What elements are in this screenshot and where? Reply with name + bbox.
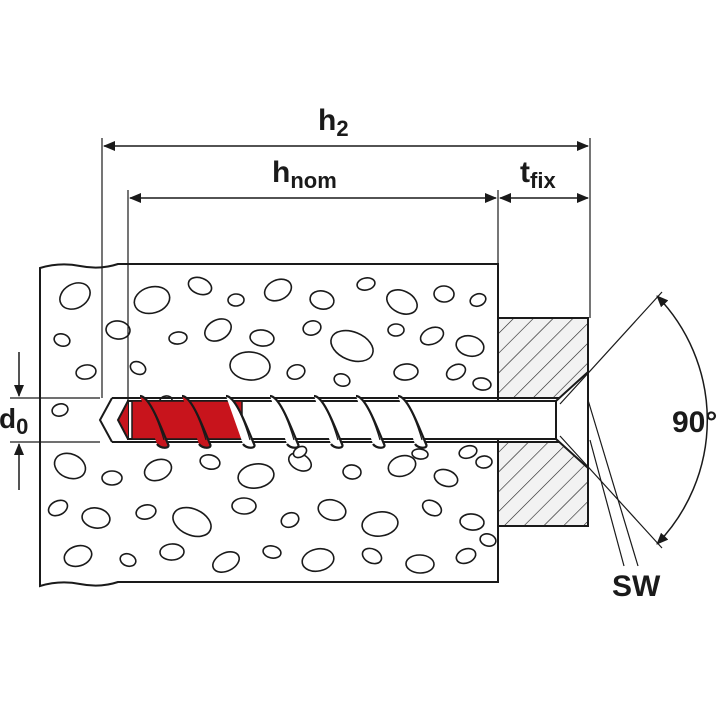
aggregate-stone — [135, 504, 157, 520]
concrete-aggregates — [47, 276, 497, 574]
aggregate-stone — [143, 458, 173, 482]
aggregate-stone — [459, 513, 485, 531]
thread-edge — [229, 397, 251, 441]
tfix-label: t — [520, 156, 530, 189]
aggregate-stone — [469, 292, 487, 308]
thread-edge — [401, 397, 423, 441]
aggregate-stone — [199, 453, 221, 471]
h2-subscript: 2 — [336, 116, 348, 141]
svg-text:d0: d0 — [0, 403, 28, 439]
dimension-h2: h2 — [101, 104, 591, 398]
h2-label: h — [318, 104, 336, 137]
aggregate-stone — [387, 454, 417, 478]
aggregate-stone — [75, 364, 97, 380]
screw-anchor — [116, 369, 589, 471]
aggregate-stone — [479, 533, 497, 547]
aggregate-stone — [237, 463, 275, 489]
angle-label: 90° — [672, 406, 717, 439]
svg-text:hnom: hnom — [272, 156, 337, 193]
aggregate-stone — [433, 285, 455, 303]
aggregate-stone — [249, 329, 275, 347]
thread-edge — [359, 397, 381, 441]
d0-label: d — [0, 403, 16, 434]
sw-label: SW — [612, 570, 661, 603]
aggregate-stone — [393, 363, 419, 381]
aggregate-stone — [317, 498, 347, 522]
aggregate-stone — [53, 333, 71, 347]
concrete-base — [39, 263, 499, 588]
aggregate-stone — [309, 290, 335, 310]
aggregate-stone — [101, 470, 123, 486]
aggregate-stone — [286, 363, 306, 381]
aggregate-stone — [455, 547, 477, 565]
tfix-subscript: fix — [530, 168, 556, 193]
aggregate-stone — [411, 448, 429, 460]
aggregate-stone — [342, 464, 362, 480]
aggregate-stone — [119, 552, 137, 568]
aggregate-stone — [63, 544, 93, 568]
screw-thread — [139, 394, 428, 449]
aggregate-stone — [405, 554, 435, 574]
aggregate-stone — [386, 289, 418, 315]
countersink-angle: 90° — [559, 291, 717, 549]
aggregate-stone — [280, 511, 300, 529]
aggregate-stone — [263, 278, 293, 302]
aggregate-stone — [361, 511, 399, 537]
d0-subscript: 0 — [16, 414, 28, 439]
aggregate-stone — [330, 329, 374, 363]
aggregate-stone — [129, 360, 147, 376]
aggregate-stone — [59, 282, 91, 310]
thread-edge — [273, 397, 295, 441]
aggregate-stone — [419, 326, 445, 346]
aggregate-stone — [204, 318, 232, 342]
aggregate-stone — [168, 331, 188, 345]
aggregate-stone — [231, 497, 257, 515]
aggregate-stone — [455, 334, 485, 358]
aggregate-stone — [472, 377, 492, 391]
aggregate-stone — [229, 351, 271, 381]
aggregate-stone — [356, 277, 376, 291]
sw-callout: SW — [587, 399, 661, 603]
dimension-tfix: tfix — [499, 156, 589, 203]
aggregate-stone — [302, 320, 322, 336]
svg-text:h2: h2 — [318, 104, 349, 141]
countersunk-head — [555, 369, 589, 471]
aggregate-stone — [212, 551, 240, 573]
aggregate-stone — [421, 499, 443, 517]
drill-hole — [98, 397, 498, 443]
aggregate-stone — [133, 285, 171, 315]
aggregate-stone — [81, 507, 111, 529]
aggregate-stone — [227, 293, 245, 307]
aggregate-stone — [172, 506, 212, 538]
thread-edge — [143, 397, 165, 441]
aggregate-stone — [361, 547, 383, 565]
hnom-label: h — [272, 156, 290, 189]
thread-edge — [317, 397, 339, 441]
aggregate-stone — [458, 444, 478, 460]
aggregate-stone — [387, 323, 405, 337]
aggregate-stone — [475, 455, 493, 469]
aggregate-stone — [53, 452, 87, 480]
aggregate-stone — [262, 545, 282, 559]
aggregate-stone — [433, 468, 459, 488]
aggregate-stone — [301, 547, 335, 573]
svg-text:tfix: tfix — [520, 156, 556, 193]
aggregate-stone — [105, 320, 131, 340]
aggregate-stone — [445, 363, 467, 381]
aggregate-stone — [159, 543, 185, 561]
dimension-d0: d0 — [0, 352, 100, 490]
aggregate-stone — [47, 499, 69, 517]
aggregate-stone — [333, 372, 351, 388]
aggregate-stone — [51, 403, 69, 417]
thread-edge — [185, 397, 207, 441]
aggregate-stone — [187, 276, 213, 296]
dimension-hnom: hnom — [127, 156, 499, 401]
hnom-subscript: nom — [290, 168, 336, 193]
